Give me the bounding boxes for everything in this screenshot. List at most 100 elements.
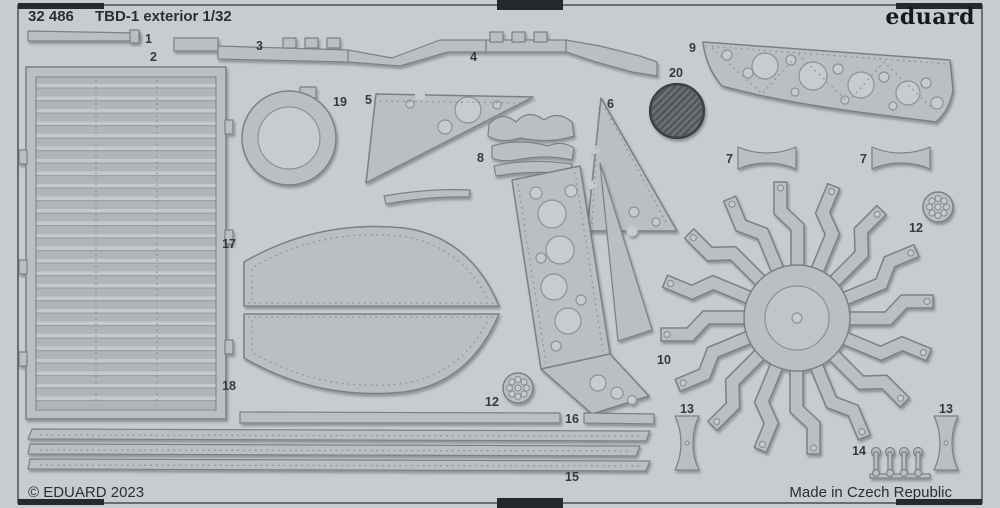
part-9 — [702, 41, 954, 123]
part-14-clip — [898, 446, 910, 478]
brand-logo: eduard — [885, 4, 975, 30]
hole — [529, 186, 543, 200]
part-1-tab — [129, 29, 140, 44]
hole — [798, 61, 828, 91]
part-7-body — [737, 146, 797, 170]
border-tab — [896, 3, 982, 9]
part-14 — [869, 446, 931, 479]
hole — [721, 49, 733, 61]
product-title: TBD-1 exterior 1/32 — [95, 8, 232, 25]
border-tab — [18, 3, 104, 9]
part-2-tab — [224, 339, 234, 355]
hole — [920, 77, 932, 89]
hole — [554, 307, 582, 335]
hole — [505, 384, 514, 392]
part-label: 17 — [222, 237, 236, 251]
hole — [575, 294, 587, 306]
part-5-strip — [383, 189, 471, 205]
part-2-tab — [18, 351, 28, 367]
part-18 — [243, 313, 500, 395]
hole — [520, 390, 528, 398]
part-3-tab — [511, 31, 526, 43]
edge-notch — [415, 90, 425, 100]
hole — [934, 211, 942, 220]
hole — [928, 197, 936, 205]
part-17 — [243, 225, 500, 307]
part-label: 18 — [222, 379, 236, 393]
hole — [930, 96, 944, 110]
part-16-body — [583, 412, 655, 425]
hole — [934, 203, 942, 211]
part-label: 3 — [256, 39, 263, 53]
part-label: 10 — [657, 353, 671, 367]
hole — [840, 95, 850, 105]
hole — [545, 235, 575, 265]
hole — [508, 378, 516, 386]
edge-notch — [626, 225, 638, 237]
part-15-strip — [27, 443, 641, 457]
part-12b — [502, 372, 534, 404]
part-2-tab — [224, 229, 234, 245]
hole — [535, 252, 547, 264]
part-radial — [660, 181, 934, 455]
hole — [847, 71, 875, 99]
product-code: 32 486 — [28, 8, 74, 25]
part-label: 9 — [689, 41, 696, 55]
part-label: 5 — [365, 93, 372, 107]
hole — [895, 80, 921, 106]
hole — [610, 386, 624, 400]
hole — [934, 194, 942, 203]
hole — [508, 390, 516, 398]
part-3-tab — [282, 37, 297, 49]
hole — [520, 378, 528, 386]
part-label: 15 — [565, 470, 579, 484]
part-label: 1 — [145, 32, 152, 46]
hole — [940, 197, 948, 205]
hole — [942, 203, 951, 211]
rivet-line — [517, 183, 547, 364]
rivet-line — [377, 101, 524, 177]
part-label: 2 — [150, 50, 157, 64]
part-14-clip — [912, 446, 924, 478]
hole — [651, 217, 661, 227]
part-14-clip — [870, 446, 882, 478]
part-15-strip — [27, 458, 651, 472]
part-9-holes — [721, 49, 944, 111]
part-label: 7 — [860, 152, 867, 166]
hole — [537, 199, 567, 229]
part-2 — [18, 66, 234, 420]
rivet-line — [373, 100, 524, 104]
part-12a — [922, 191, 954, 223]
part-20 — [648, 82, 706, 140]
sheet-border — [17, 0, 983, 508]
edge-notch — [590, 145, 600, 155]
part-3-tab — [533, 31, 548, 43]
rivet-line — [251, 319, 489, 386]
part-14-runner — [869, 473, 931, 479]
part-label: 13 — [939, 402, 953, 416]
part-1 — [27, 29, 141, 44]
hole — [928, 209, 936, 217]
rivet-line — [39, 434, 641, 437]
part-20-mesh — [652, 86, 702, 136]
border-tab — [497, 0, 563, 10]
hole — [514, 392, 522, 401]
part-3-segment — [173, 37, 219, 52]
part-13b — [933, 415, 959, 471]
part-13a — [674, 415, 700, 471]
border-tab — [497, 498, 563, 508]
hole — [943, 440, 949, 446]
part-2-tab — [224, 119, 234, 135]
part-label: 20 — [669, 66, 683, 80]
part-10-holes — [529, 184, 638, 406]
hole — [550, 340, 562, 352]
part-7-body — [871, 146, 931, 170]
hole — [684, 440, 690, 446]
part-3 — [173, 31, 658, 77]
part-8-piece — [487, 113, 575, 142]
part-label: 12 — [909, 221, 923, 235]
hole — [514, 375, 522, 384]
hole — [514, 384, 522, 392]
